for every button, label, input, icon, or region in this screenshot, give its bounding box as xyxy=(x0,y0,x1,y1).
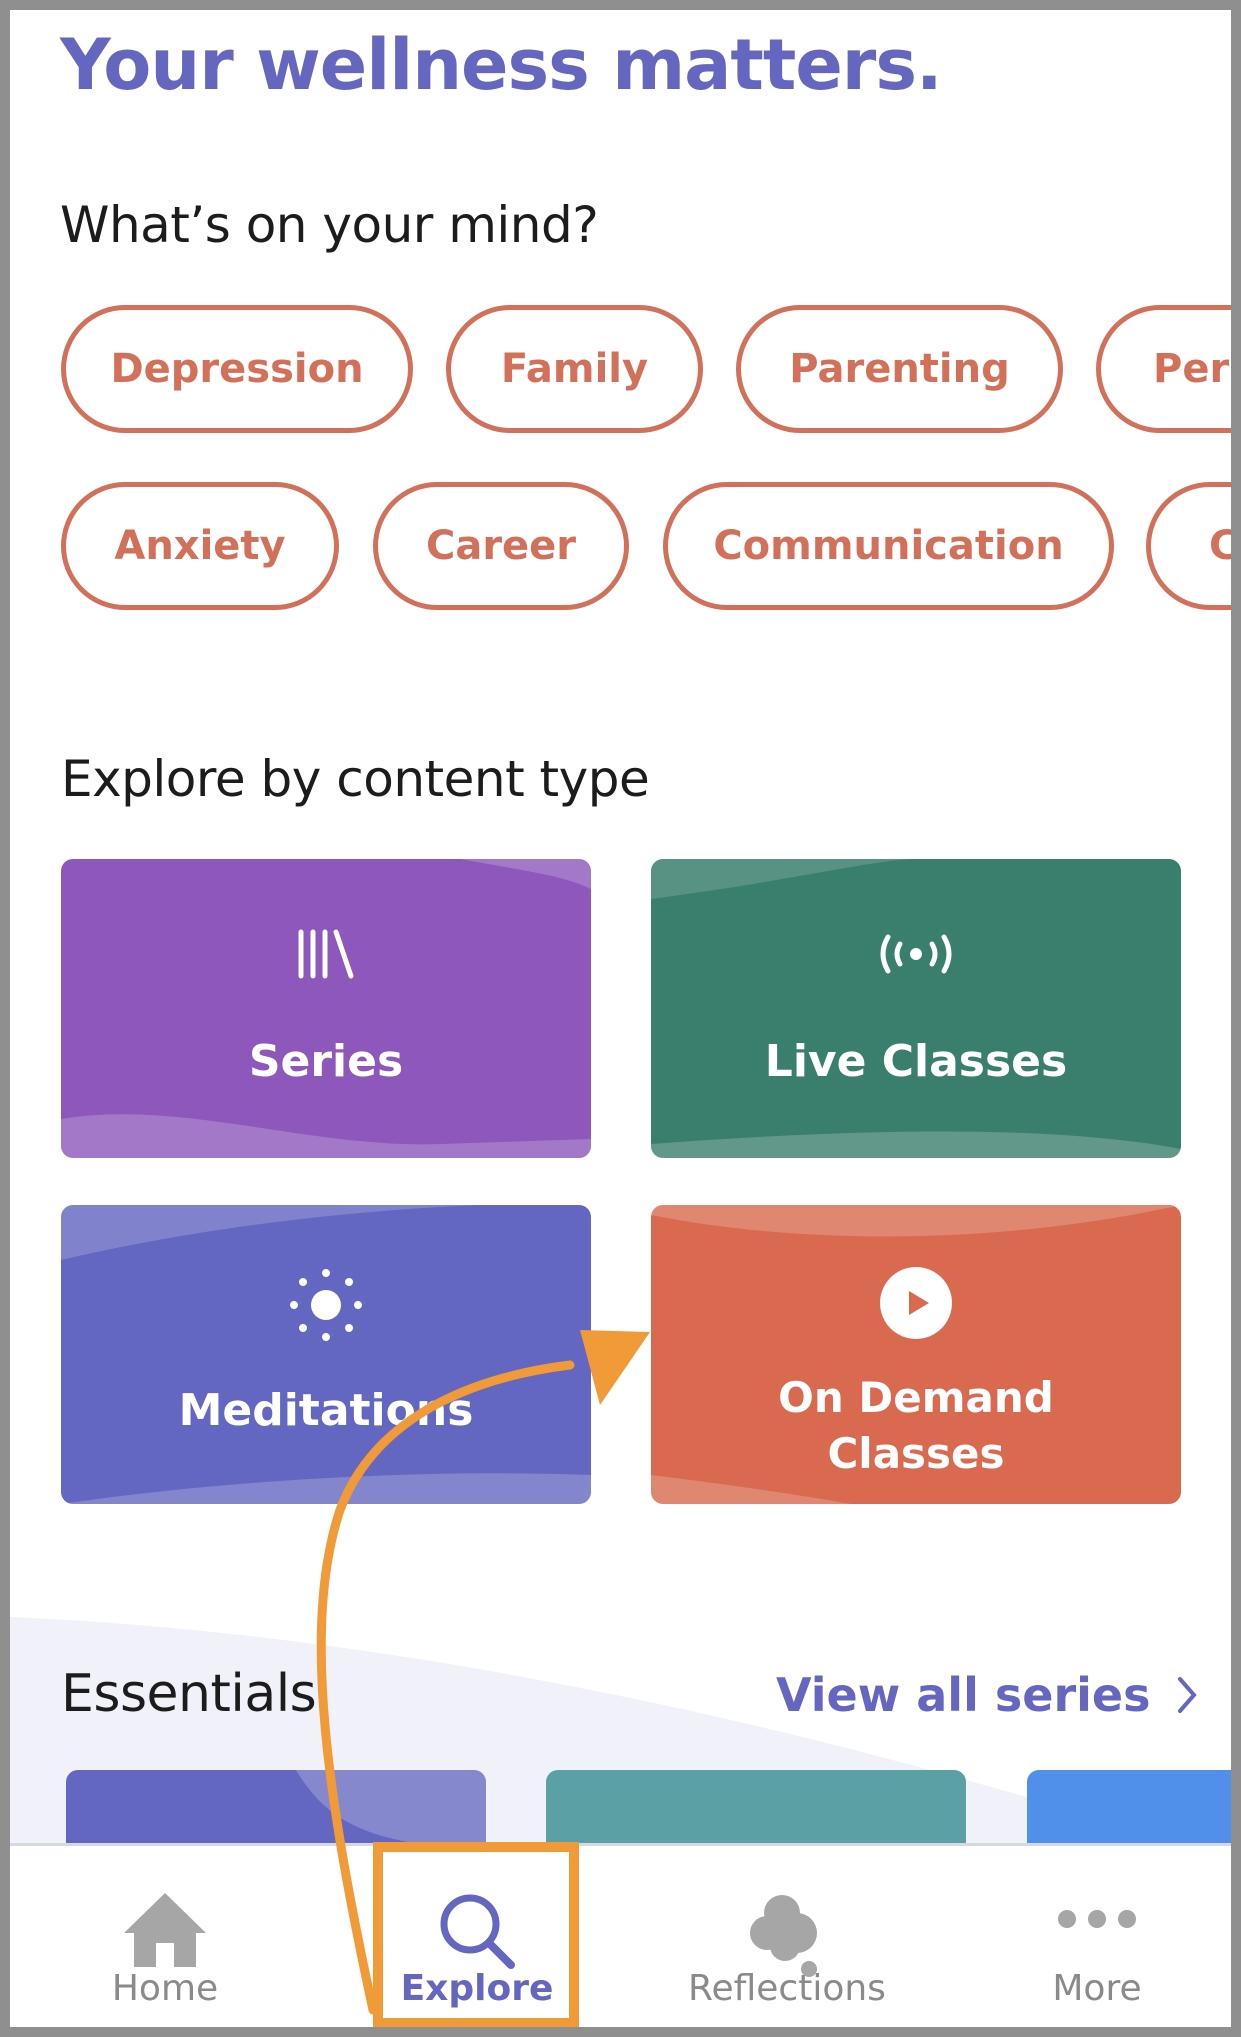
chip-partial[interactable]: C xyxy=(1146,482,1231,610)
thought-cloud-icon xyxy=(750,1895,817,1977)
library-icon xyxy=(61,929,591,999)
chip-personal[interactable]: Pers xyxy=(1096,305,1231,433)
series-card[interactable]: Series xyxy=(61,859,591,1158)
chip-parenting[interactable]: Parenting xyxy=(736,305,1063,433)
card-label: Live Classes xyxy=(764,1036,1068,1087)
nav-more[interactable]: More xyxy=(947,1846,1231,2027)
nav-home[interactable]: Home xyxy=(15,1846,315,2027)
highlight-box xyxy=(373,1842,579,2027)
topics-heading: What’s on your mind? xyxy=(60,196,599,254)
chip-communication[interactable]: Communication xyxy=(663,482,1114,610)
play-icon xyxy=(651,1267,1181,1339)
broadcast-icon xyxy=(651,929,1181,999)
bottom-nav: Home Explore Reflections More xyxy=(10,1843,1231,2027)
nav-label: More xyxy=(1052,1968,1142,2009)
chip-family[interactable]: Family xyxy=(446,305,703,433)
sun-icon xyxy=(61,1269,591,1345)
page-title: Your wellness matters. xyxy=(60,24,943,106)
content-type-heading: Explore by content type xyxy=(61,750,650,808)
nav-label: Home xyxy=(111,1968,219,2009)
view-all-label: View all series xyxy=(776,1668,1151,1722)
nav-reflections[interactable]: Reflections xyxy=(637,1846,937,2027)
more-dots-icon xyxy=(1058,1910,1136,1928)
essentials-heading: Essentials xyxy=(61,1664,317,1724)
view-all-series-link[interactable]: View all series xyxy=(776,1668,1198,1722)
chip-career[interactable]: Career xyxy=(373,482,629,610)
meditations-card[interactable]: Meditations xyxy=(61,1205,591,1504)
chip-anxiety[interactable]: Anxiety xyxy=(61,482,339,610)
nav-label: Reflections xyxy=(688,1968,886,2009)
card-label-line2: Classes xyxy=(827,1429,1005,1478)
card-label: Series xyxy=(248,1036,404,1087)
live-classes-card[interactable]: Live Classes xyxy=(651,859,1181,1158)
chip-depression[interactable]: Depression xyxy=(61,305,413,433)
chevron-right-icon xyxy=(1178,1677,1198,1713)
home-icon xyxy=(124,1893,206,1967)
card-label-line1: On Demand xyxy=(778,1373,1054,1422)
app-screen: Your wellness matters. What’s on your mi… xyxy=(10,10,1231,2027)
card-label: Meditations xyxy=(178,1385,474,1436)
